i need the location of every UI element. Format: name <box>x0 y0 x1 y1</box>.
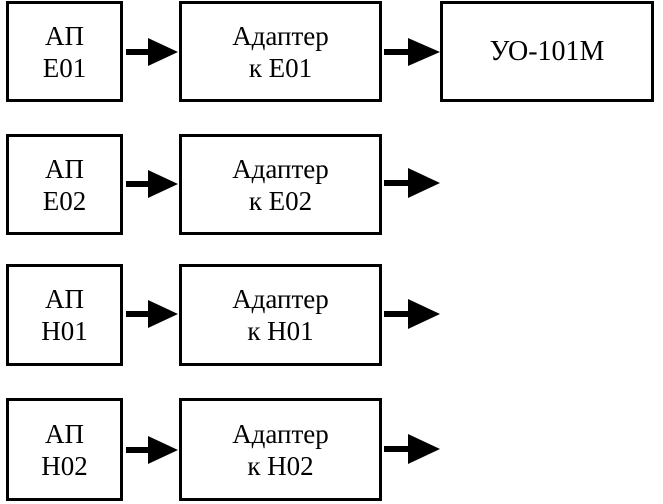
ap-e01-line2: Е01 <box>42 52 87 83</box>
arrow-ap-e02-to-adapter <box>126 170 178 198</box>
adapter-e01-line1: Адаптер <box>232 20 329 51</box>
ap-e01-block: АП Е01 <box>6 1 123 102</box>
uo-101m-block: УО-101М <box>440 1 654 102</box>
arrow-adapter-e01-to-uo <box>384 38 440 66</box>
ap-h02-line2: Н02 <box>41 450 88 481</box>
adapter-h01-block: Адаптер к Н01 <box>179 264 382 366</box>
arrow-adapter-e02-out <box>384 168 440 198</box>
adapter-h02-block: Адаптер к Н02 <box>179 398 382 501</box>
uo-101m-label: УО-101М <box>489 35 605 67</box>
arrow-adapter-h02-out <box>384 434 440 464</box>
arrow-ap-e01-to-adapter <box>126 38 178 66</box>
adapter-e02-line1: Адаптер <box>232 153 329 184</box>
arrow-adapter-h01-out <box>384 299 440 329</box>
ap-h02-line1: АП <box>45 418 84 449</box>
ap-e01-line1: АП <box>45 20 84 51</box>
ap-e02-block: АП Е02 <box>6 134 123 235</box>
adapter-h02-line2: к Н02 <box>247 450 314 481</box>
adapter-e02-line2: к Е02 <box>248 185 313 216</box>
ap-h01-line2: Н01 <box>41 316 88 346</box>
ap-h01-line1: АП <box>45 284 84 314</box>
adapter-e01-block: Адаптер к Е01 <box>179 1 382 102</box>
adapter-h02-line1: Адаптер <box>232 418 329 449</box>
adapter-e01-line2: к Е01 <box>248 52 313 83</box>
ap-h02-block: АП Н02 <box>6 398 123 501</box>
adapter-h01-line2: к Н01 <box>247 316 314 346</box>
arrow-ap-h02-to-adapter <box>126 436 178 464</box>
adapter-e02-block: Адаптер к Е02 <box>179 134 382 235</box>
ap-e02-line1: АП <box>45 153 84 184</box>
adapter-h01-line1: Адаптер <box>232 284 329 314</box>
ap-h01-block: АП Н01 <box>6 264 123 366</box>
ap-e02-line2: Е02 <box>42 185 87 216</box>
arrow-ap-h01-to-adapter <box>126 300 178 328</box>
